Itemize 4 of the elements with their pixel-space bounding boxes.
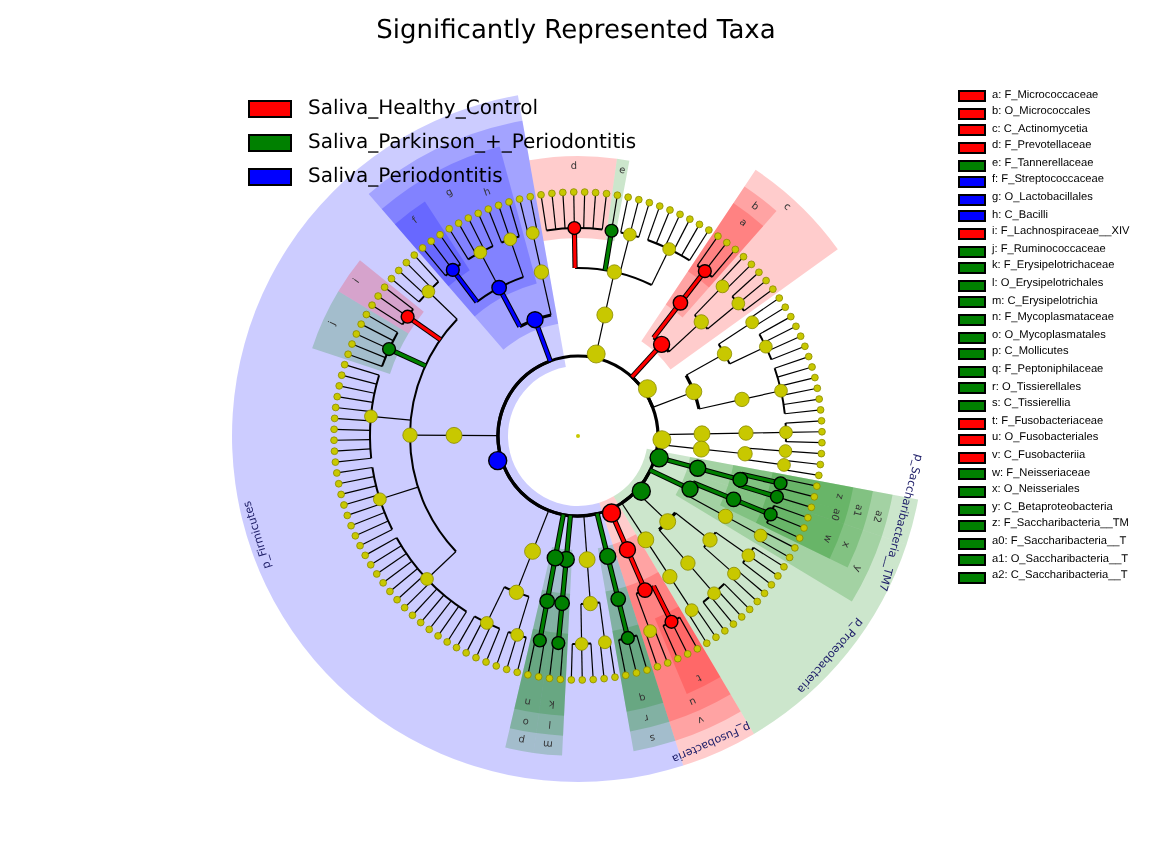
- legend-label: Saliva_Healthy_Control: [308, 99, 538, 119]
- chart-title: Significantly Represented Taxa: [374, 16, 778, 46]
- legend-label: Saliva_Periodontitis: [308, 167, 503, 187]
- legend-label: Saliva_Parkinson_+_Periodontitis: [308, 133, 637, 153]
